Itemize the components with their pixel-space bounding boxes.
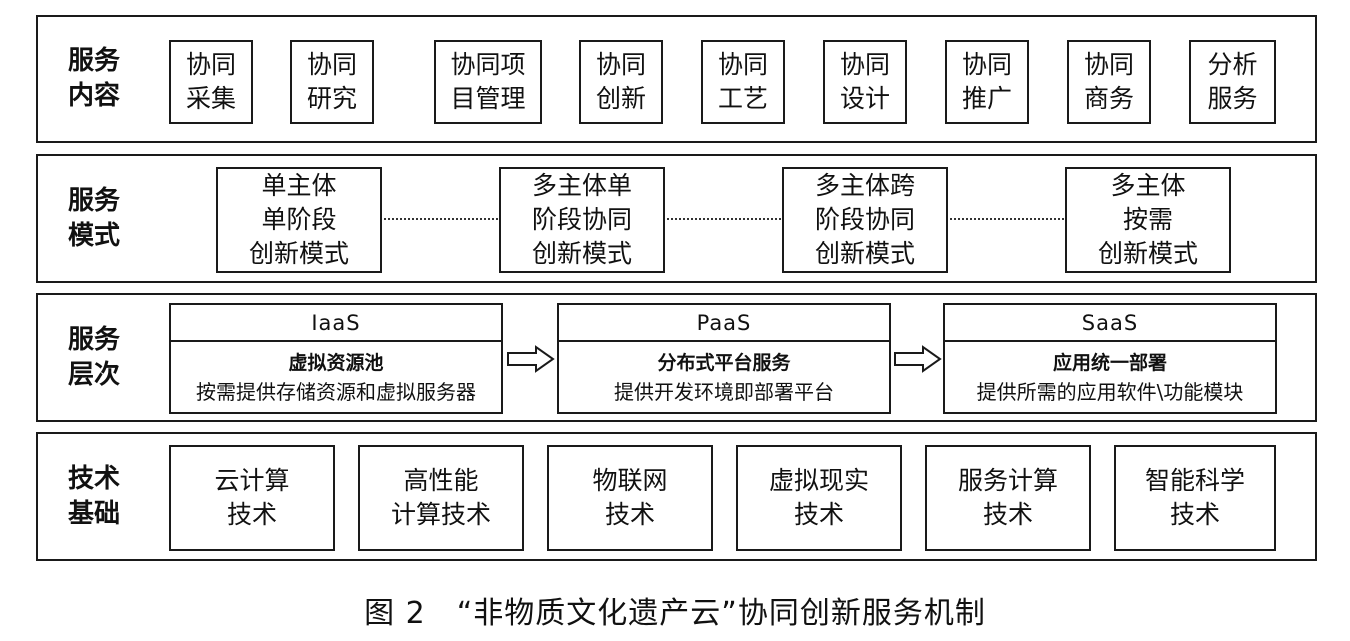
content-box-collaborative-design: 协同设计 [823, 40, 907, 124]
mode-connector-1 [384, 218, 498, 220]
content-box-collaborative-promotion: 协同推广 [945, 40, 1029, 124]
content-box-collaborative-craft: 协同工艺 [701, 40, 785, 124]
level-head-saas: SaaS [945, 305, 1275, 342]
layer-label-service-content: 服务 内容 [68, 46, 121, 111]
layer-label-service-mode: 服务 模式 [68, 185, 121, 251]
level-title-paas: 分布式平台服务 [657, 352, 791, 374]
content-box-collaborative-project-management: 协同项目管理 [434, 40, 542, 124]
tech-box-intelligent-science: 智能科学技术 [1114, 445, 1276, 551]
tech-box-virtual-reality: 虚拟现实技术 [736, 445, 902, 551]
mode-connector-2 [667, 218, 781, 220]
tech-box-cloud-computing: 云计算技术 [169, 445, 335, 551]
service-mode-layer: 服务 模式 单主体单阶段创新模式 多主体单阶段协同创新模式 多主体跨阶段协同创新… [36, 154, 1317, 283]
mode-connector-3 [950, 218, 1064, 220]
content-box-collaborative-collection: 协同采集 [169, 40, 253, 124]
service-level-layer: 服务 层次 IaaS 虚拟资源池 按需提供存储资源和虚拟服务器 PaaS 分布式… [36, 293, 1317, 422]
level-box-saas: SaaS 应用统一部署 提供所需的应用软件\功能模块 [943, 303, 1277, 414]
level-desc-paas: 提供开发环境即部署平台 [614, 380, 834, 404]
figure-caption: 图 2 “非物质文化遗产云”协同创新服务机制 [364, 596, 986, 631]
content-box-collaborative-research: 协同研究 [290, 40, 374, 124]
content-box-analysis-service: 分析服务 [1189, 40, 1276, 124]
arrow-right-icon [507, 345, 555, 373]
content-box-collaborative-business: 协同商务 [1067, 40, 1151, 124]
service-content-layer: 服务 内容 协同采集 协同研究 协同项目管理 协同创新 协同工艺 协同设计 协同… [36, 15, 1317, 143]
mode-box-multi-subject-cross-stage: 多主体跨阶段协同创新模式 [782, 167, 948, 273]
level-desc-saas: 提供所需的应用软件\功能模块 [976, 380, 1244, 404]
level-head-paas: PaaS [559, 305, 889, 342]
mode-box-single-subject-single-stage: 单主体单阶段创新模式 [216, 167, 382, 273]
mode-box-multi-subject-single-stage: 多主体单阶段协同创新模式 [499, 167, 665, 273]
level-head-iaas: IaaS [171, 305, 501, 342]
tech-foundation-layer: 技术 基础 云计算技术 高性能计算技术 物联网技术 虚拟现实技术 服务计算技术 … [36, 432, 1317, 561]
layer-label-service-level: 服务 层次 [68, 324, 121, 390]
mode-box-multi-subject-on-demand: 多主体按需创新模式 [1065, 167, 1231, 273]
level-desc-iaas: 按需提供存储资源和虚拟服务器 [196, 380, 476, 404]
level-title-saas: 应用统一部署 [1052, 352, 1167, 374]
level-title-iaas: 虚拟资源池 [288, 352, 384, 374]
content-box-collaborative-innovation: 协同创新 [579, 40, 663, 124]
tech-box-iot: 物联网技术 [547, 445, 713, 551]
tech-box-service-computing: 服务计算技术 [925, 445, 1091, 551]
arrow-right-icon [894, 345, 942, 373]
level-box-iaas: IaaS 虚拟资源池 按需提供存储资源和虚拟服务器 [169, 303, 503, 414]
layer-label-tech-foundation: 技术 基础 [68, 463, 121, 529]
level-box-paas: PaaS 分布式平台服务 提供开发环境即部署平台 [557, 303, 891, 414]
tech-box-high-performance-computing: 高性能计算技术 [358, 445, 524, 551]
